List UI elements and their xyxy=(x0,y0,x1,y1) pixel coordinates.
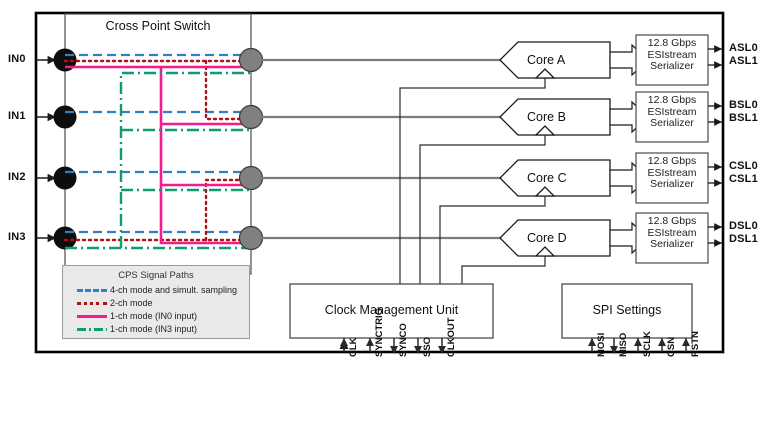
core-label-c: Core C xyxy=(527,171,567,185)
legend-label-2ch: 2-ch mode xyxy=(110,298,153,308)
serializer-line-2: ESIstream xyxy=(647,226,697,239)
legend-label-4ch: 4-ch mode and simult. sampling xyxy=(110,285,238,295)
output-label-asl0: ASL0 xyxy=(729,42,758,54)
output-label-csl1: CSL1 xyxy=(729,172,758,185)
chip-boundary xyxy=(34,11,725,354)
pin-label-synctrig: SYNCTRIG xyxy=(374,307,385,357)
pin-label-sclk: SCLK xyxy=(642,331,653,357)
cps-to-core-wires xyxy=(262,58,500,240)
legend-swatch-dashed xyxy=(77,288,107,292)
core-label-b: Core B xyxy=(527,110,566,124)
output-labels-b: BSL0 BSL1 xyxy=(729,99,758,124)
pin-label-miso: MISO xyxy=(618,332,629,357)
serializer-output-arrows xyxy=(708,45,722,247)
legend-item-4ch: 4-ch mode and simult. sampling xyxy=(77,285,237,295)
serializer-line-3: Serializer xyxy=(650,238,694,250)
legend-swatch-dotted xyxy=(77,301,107,305)
serializer-line-1: 12.8 Gbps xyxy=(647,215,697,227)
legend-box: CPS Signal Paths 4-ch mode and simult. s… xyxy=(62,265,250,339)
output-labels-c: CSL0 CSL1 xyxy=(729,160,758,185)
serializer-line-2: ESIstream xyxy=(647,48,697,61)
serializer-line-3: Serializer xyxy=(650,60,694,72)
serializer-line-2: ESIstream xyxy=(647,105,697,118)
output-label-dsl1: DSL1 xyxy=(729,232,758,245)
serializer-line-1: 12.8 Gbps xyxy=(647,155,697,167)
clock-pin-stems xyxy=(339,338,446,354)
input-arrows xyxy=(36,55,56,243)
legend-item-2ch: 2-ch mode xyxy=(77,298,153,308)
serializer-text-b: 12.8 Gbps ESIstream Serializer xyxy=(636,94,708,130)
pin-label-csn: CSN xyxy=(666,336,677,357)
adc-cores xyxy=(499,41,611,257)
clock-distribution-wires xyxy=(399,78,546,284)
path-1ch-mode-in0 xyxy=(65,65,251,245)
output-label-bsl0: BSL0 xyxy=(729,99,758,111)
output-labels-a: ASL0 ASL1 xyxy=(729,42,758,67)
serializer-line-1: 12.8 Gbps xyxy=(647,94,697,106)
pin-label-clkout: CLKOUT xyxy=(446,317,457,357)
legend-swatch-dashdot xyxy=(77,327,107,331)
spi-settings-label: SPI Settings xyxy=(592,303,662,317)
serializer-text-c: 12.8 Gbps ESIstream Serializer xyxy=(636,155,708,191)
serializer-text-a: 12.8 Gbps ESIstream Serializer xyxy=(636,37,708,73)
legend-item-1ch-in0: 1-ch mode (IN0 input) xyxy=(77,311,197,321)
clock-management-unit-box xyxy=(289,283,494,339)
serializer-line-3: Serializer xyxy=(650,178,694,190)
pin-label-mosi: MOSI xyxy=(596,332,607,357)
output-label-csl0: CSL0 xyxy=(729,160,758,172)
path-4ch-mode xyxy=(65,53,251,234)
core-label-d: Core D xyxy=(527,231,567,245)
spi-settings-box xyxy=(561,283,693,339)
pin-label-synco: SYNCO xyxy=(398,323,409,357)
input-label-in0: IN0 xyxy=(8,53,26,65)
legend-swatch-solid xyxy=(77,314,107,318)
cross-point-switch-box xyxy=(64,13,252,275)
output-label-dsl0: DSL0 xyxy=(729,220,758,232)
output-label-bsl1: BSL1 xyxy=(729,111,758,124)
pin-label-rstn: RSTN xyxy=(690,331,701,357)
core-label-a: Core A xyxy=(527,53,566,67)
spi-pin-stems xyxy=(588,338,690,354)
legend-label-1ch-in0: 1-ch mode (IN0 input) xyxy=(110,311,198,321)
pin-label-clk: CLK xyxy=(348,337,359,357)
output-label-asl1: ASL1 xyxy=(729,54,758,67)
serializer-boxes xyxy=(635,34,709,264)
output-labels-d: DSL0 DSL1 xyxy=(729,220,758,245)
serializer-line-2: ESIstream xyxy=(647,166,697,179)
serializer-text-d: 12.8 Gbps ESIstream Serializer xyxy=(636,215,708,251)
cross-point-switch-title: Cross Point Switch xyxy=(105,19,211,33)
pin-label-sso: SSO xyxy=(422,336,433,357)
path-2ch-mode xyxy=(63,59,253,242)
input-label-in2: IN2 xyxy=(8,171,26,183)
legend-title: CPS Signal Paths xyxy=(118,270,194,281)
legend-label-1ch-in3: 1-ch mode (IN3 input) xyxy=(110,324,198,334)
clock-management-unit-label: Clock Management Unit xyxy=(324,303,459,317)
path-1ch-mode-in3 xyxy=(65,71,251,250)
serializer-line-1: 12.8 Gbps xyxy=(647,37,697,49)
serializer-line-3: Serializer xyxy=(650,117,694,129)
legend-item-1ch-in3: 1-ch mode (IN3 input) xyxy=(77,324,197,334)
input-label-in1: IN1 xyxy=(8,110,26,122)
input-label-in3: IN3 xyxy=(8,231,26,243)
